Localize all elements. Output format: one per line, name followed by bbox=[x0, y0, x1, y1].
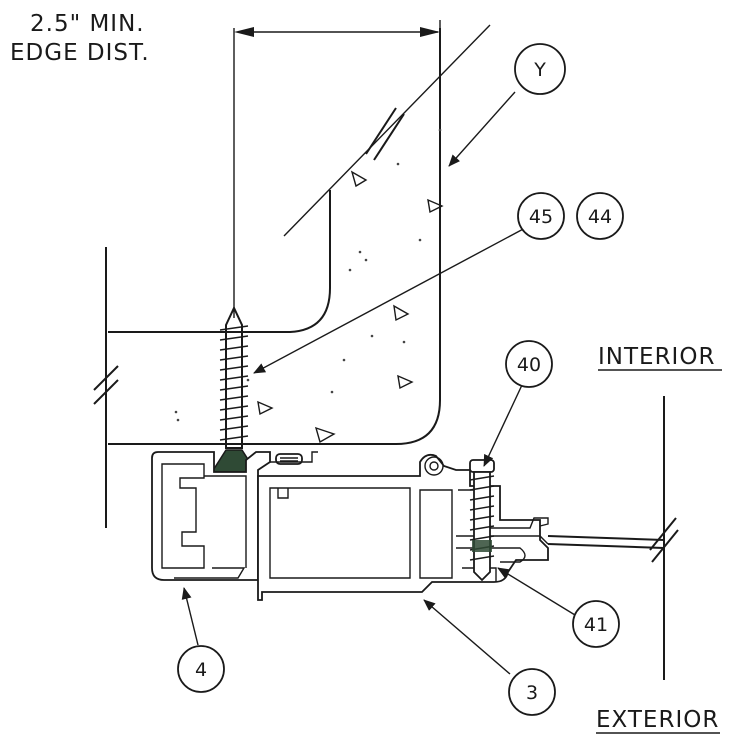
callout-y: Y bbox=[514, 43, 566, 95]
panel-edge bbox=[547, 396, 679, 680]
interior-label: INTERIOR bbox=[598, 344, 715, 370]
frame-member-3 bbox=[257, 453, 549, 601]
callout-4: 4 bbox=[177, 645, 225, 693]
callout-y-label: Y bbox=[533, 59, 546, 81]
callout-44-label: 44 bbox=[588, 206, 612, 228]
callout-45: 45 bbox=[517, 192, 565, 240]
leader-lines bbox=[181, 91, 576, 675]
callout-4-label: 4 bbox=[195, 659, 207, 681]
callout-41: 41 bbox=[572, 600, 620, 648]
frame-screw bbox=[469, 459, 495, 582]
dimension-text-line1: 2.5" MIN. bbox=[30, 11, 145, 37]
callout-40: 40 bbox=[505, 340, 553, 388]
callout-45-label: 45 bbox=[529, 206, 553, 228]
callout-40-label: 40 bbox=[517, 354, 541, 376]
frame-member-4 bbox=[151, 451, 271, 581]
callout-3-label: 3 bbox=[526, 682, 538, 704]
callout-3: 3 bbox=[508, 668, 556, 716]
callout-41-label: 41 bbox=[584, 614, 608, 636]
anchor-screw bbox=[210, 305, 258, 473]
edge-distance-dimension bbox=[233, 20, 441, 318]
dimension-text-line2: EDGE DIST. bbox=[10, 40, 150, 66]
exterior-label: EXTERIOR bbox=[596, 707, 719, 733]
substrate-block bbox=[93, 24, 491, 528]
callout-44: 44 bbox=[576, 192, 624, 240]
top-pin bbox=[270, 451, 318, 465]
